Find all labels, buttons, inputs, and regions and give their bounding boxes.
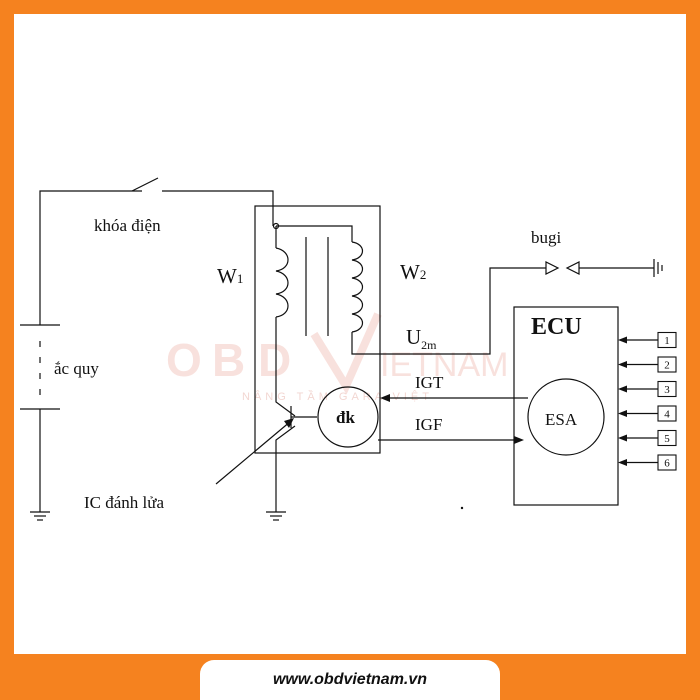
primary-winding-coil bbox=[275, 247, 289, 318]
secondary-winding-letter: W bbox=[400, 260, 420, 284]
ecu-label: ECU bbox=[531, 314, 582, 340]
ecu-input-terminal-label: 3 bbox=[664, 384, 670, 396]
spark-plug-electrode-icon bbox=[565, 261, 580, 275]
ecu-input-terminal-box bbox=[657, 429, 677, 447]
ecu-input-terminal-label: 2 bbox=[664, 360, 670, 372]
watermark: O B D IETNAM NÂNG TẦM GARA VIỆT bbox=[166, 312, 508, 403]
ecu-input-arrow-icon bbox=[618, 410, 627, 417]
ecu-input-terminal-box bbox=[657, 380, 677, 398]
battery-label: ắc quy bbox=[54, 359, 99, 378]
supply-wire bbox=[39, 190, 142, 325]
ecu-input-arrow-icon bbox=[618, 361, 627, 368]
ecu-box bbox=[513, 306, 619, 506]
spark-plug-label: bugi bbox=[531, 228, 562, 247]
stray-dot bbox=[460, 506, 464, 510]
primary-winding-label: W1 bbox=[217, 264, 243, 288]
pointer-arrow-icon bbox=[284, 418, 294, 428]
coil-link-wire bbox=[276, 225, 353, 242]
watermark-brand-rest: IETNAM bbox=[380, 346, 508, 384]
ignition-coil-box bbox=[254, 205, 381, 454]
voltage-letter: U bbox=[406, 325, 421, 349]
primary-winding-subscript: 1 bbox=[237, 271, 244, 286]
esa-circle bbox=[527, 378, 605, 456]
ic-pointer-line bbox=[215, 420, 292, 485]
ecu-input-arrow-icon bbox=[618, 336, 627, 344]
switch-icon bbox=[131, 177, 159, 192]
igf-arrow-icon bbox=[514, 436, 524, 444]
ecu-input-terminal-label: 1 bbox=[664, 335, 670, 347]
spark-plug-electrode-icon bbox=[545, 261, 560, 275]
ecu-input-terminals: 1 2 3 4 5 6 bbox=[618, 331, 677, 471]
ecu-input-terminal-box bbox=[657, 331, 677, 349]
footer-tab: www.obdvietnam.vn bbox=[200, 660, 500, 700]
primary-to-ic-wire bbox=[275, 317, 296, 417]
ecu-input-terminal-label: 4 bbox=[664, 409, 670, 421]
watermark-letter-o: O bbox=[166, 334, 202, 386]
controller-label: đk bbox=[336, 408, 355, 427]
ecu-input-terminal-label: 6 bbox=[664, 458, 670, 470]
switch-to-coil-wire bbox=[162, 190, 274, 226]
secondary-winding-label: W2 bbox=[400, 260, 426, 284]
switch-label: khóa điện bbox=[94, 216, 161, 235]
ecu-input-terminal-box bbox=[657, 405, 677, 422]
diagram-panel: O B D IETNAM NÂNG TẦM GARA VIỆT bbox=[14, 14, 686, 654]
igt-label: IGT bbox=[415, 373, 444, 392]
voltage-label: U2m bbox=[406, 325, 437, 352]
voltage-subscript: 2m bbox=[421, 338, 437, 352]
ecu-input-arrow-icon bbox=[618, 459, 627, 466]
watermark-letter-b: B bbox=[212, 334, 245, 386]
secondary-winding-coil bbox=[351, 241, 364, 333]
secondary-winding-subscript: 2 bbox=[420, 267, 427, 282]
ecu-input-arrow-icon bbox=[618, 385, 627, 393]
watermark-v-mark bbox=[310, 312, 382, 395]
ic-ground-wire bbox=[275, 425, 296, 512]
primary-winding-letter: W bbox=[217, 264, 237, 288]
esa-label: ESA bbox=[545, 410, 578, 429]
ecu-input-terminal-label: 5 bbox=[664, 433, 670, 445]
secondary-to-plug-wire bbox=[351, 267, 524, 355]
watermark-letter-d: D bbox=[258, 334, 291, 386]
website-url[interactable]: www.obdvietnam.vn bbox=[272, 671, 428, 688]
controller-circle bbox=[317, 386, 379, 448]
ignition-circuit-diagram: O B D IETNAM NÂNG TẦM GARA VIỆT bbox=[20, 177, 677, 521]
ecu-input-terminal-box bbox=[657, 454, 677, 471]
igt-arrow-icon bbox=[380, 394, 390, 402]
ecu-input-arrow-icon bbox=[618, 434, 627, 442]
igf-label: IGF bbox=[415, 415, 442, 434]
ecu-input-terminal-box bbox=[657, 356, 677, 373]
ic-label: IC đánh lửa bbox=[84, 493, 164, 512]
watermark-tagline: NÂNG TẦM GARA VIỆT bbox=[242, 390, 433, 403]
